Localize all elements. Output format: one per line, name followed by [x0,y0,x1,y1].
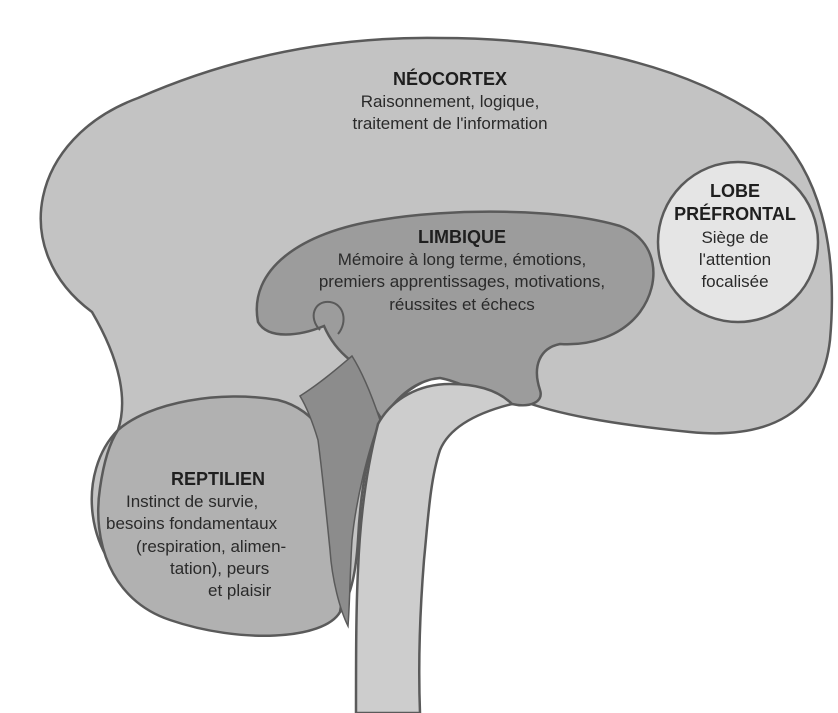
limbic-line: Mémoire à long terme, émotions, [262,249,662,271]
prefrontal-title-line: LOBE [660,180,810,203]
reptilian-label: REPTILIEN Instinct de survie, besoins fo… [98,468,338,602]
prefrontal-line: l'attention [660,249,810,271]
limbic-line: premiers apprentissages, motivations, [262,271,662,293]
reptilian-line: Instinct de survie, [98,491,338,513]
prefrontal-line: focalisée [660,271,810,293]
reptilian-line: (respiration, alimen- [98,536,338,558]
limbic-line: réussites et échecs [262,294,662,316]
limbic-description: Mémoire à long terme, émotions, premiers… [262,249,662,315]
reptilian-line: et plaisir [98,580,338,602]
prefrontal-description: Siège de l'attention focalisée [660,227,810,293]
limbic-label: LIMBIQUE Mémoire à long terme, émotions,… [262,226,662,316]
neocortex-description: Raisonnement, logique, traitement de l'i… [250,91,650,135]
reptilian-title: REPTILIEN [98,468,338,491]
prefrontal-line: Siège de [660,227,810,249]
neocortex-line: traitement de l'information [250,113,650,135]
neocortex-label: NÉOCORTEX Raisonnement, logique, traitem… [250,68,650,136]
prefrontal-title: LOBE PRÉFRONTAL [660,180,810,227]
reptilian-description: Instinct de survie, besoins fondamentaux… [98,491,338,601]
prefrontal-label: LOBE PRÉFRONTAL Siège de l'attention foc… [660,180,810,293]
reptilian-line: tation), peurs [98,558,338,580]
neocortex-line: Raisonnement, logique, [250,91,650,113]
prefrontal-title-line: PRÉFRONTAL [660,203,810,226]
limbic-title: LIMBIQUE [262,226,662,249]
brain-stem [356,384,512,713]
neocortex-title: NÉOCORTEX [250,68,650,91]
reptilian-line: besoins fondamentaux [98,513,338,535]
